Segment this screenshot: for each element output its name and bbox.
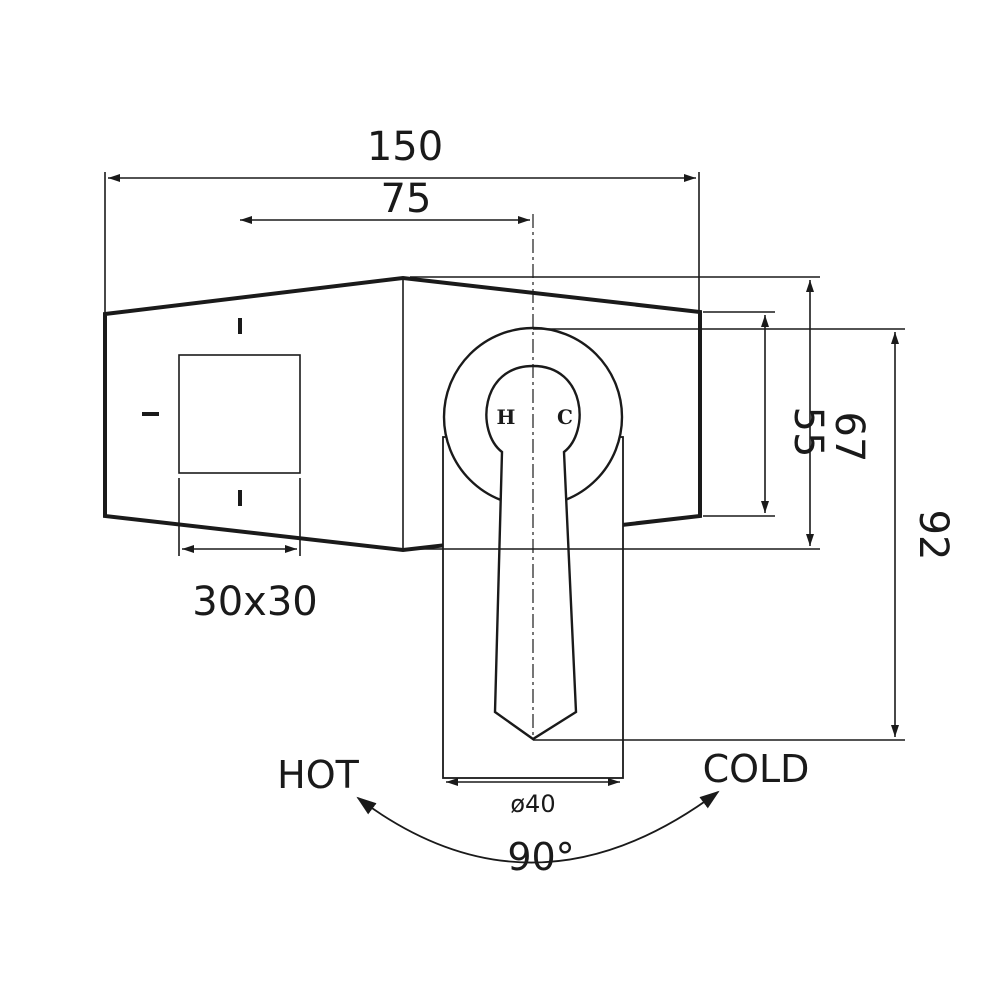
dim-150-label: 150: [367, 124, 443, 170]
hot-mark: H: [497, 405, 516, 429]
dim-75-label: 75: [381, 176, 432, 222]
dim-55-label: 55: [785, 407, 831, 458]
dim-30x30-label: 30x30: [192, 579, 317, 625]
square-socket: [178, 354, 301, 474]
cold-label: COLD: [703, 747, 810, 791]
rotation-arc: [356, 790, 720, 864]
dim-150: [104, 172, 700, 312]
dim-67-label: 67: [826, 412, 872, 463]
body-outline: [103, 275, 702, 553]
cold-mark: C: [557, 405, 573, 429]
tick-marks: [142, 318, 242, 506]
dim-92: [533, 328, 905, 741]
dim-67: [410, 276, 820, 550]
dim-30x30: [178, 478, 301, 556]
dim-diameter-40-label: ø40: [510, 790, 555, 818]
rotation-angle-label: 90°: [507, 835, 574, 879]
hot-label: HOT: [277, 753, 359, 797]
dim-55: [703, 311, 775, 517]
dim-92-label: 92: [910, 510, 956, 561]
